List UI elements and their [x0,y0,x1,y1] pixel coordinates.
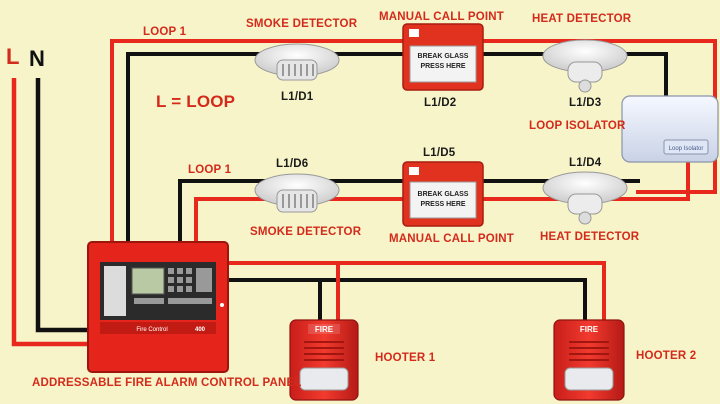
smoke-detector-d6-label: SMOKE DETECTOR [250,226,362,238]
heat-detector-d3[interactable] [542,39,628,93]
control-panel-label: ADDRESSABLE FIRE ALARM CONTROL PANEL [32,377,302,389]
hooter-1[interactable]: FIRE [289,319,359,401]
hooter-2-label: HOOTER 2 [636,350,697,362]
hooter1-face-text: FIRE [315,325,334,334]
live-supply-wire [11,78,100,347]
hooter-wiring [226,261,606,322]
hooter2-face-text: FIRE [580,325,599,334]
mcp-d5-face-line2: PRESS HERE [420,201,465,208]
fire-alarm-control-panel[interactable]: Fire Control 400 [87,241,229,373]
neutral-supply-wire [35,78,100,333]
loop-legend: L = LOOP [156,92,236,111]
mcp-d2-face-line1: BREAK GLASS [418,53,469,60]
neutral-label: N [29,46,46,71]
heat-detector-d4-label: HEAT DETECTOR [540,231,640,243]
isolator-face-text: Loop Isolator [669,146,704,152]
loop-1-lower-label: LOOP 1 [188,164,232,176]
mcp-d5-face-line1: BREAK GLASS [418,191,469,198]
panel-model-text: 400 [195,327,206,333]
loop-1-upper-label: LOOP 1 [143,26,187,38]
manual-call-point-d2-label: MANUAL CALL POINT [379,11,504,23]
lower-loop-black-wire [178,179,640,244]
panel-brand-text: Fire Control [136,327,167,333]
manual-call-point-d5[interactable]: BREAK GLASS PRESS HERE [402,161,484,227]
smoke-detector-d6-address: L1/D6 [276,158,309,170]
manual-call-point-d5-label: MANUAL CALL POINT [389,233,514,245]
smoke-detector-d1[interactable] [254,43,340,81]
heat-detector-d3-label: HEAT DETECTOR [532,13,632,25]
smoke-detector-d1-address: L1/D1 [281,91,314,103]
mcp-d2-face-line2: PRESS HERE [420,63,465,70]
manual-call-point-d5-address: L1/D5 [423,147,456,159]
hooter-2[interactable]: FIRE [553,319,625,401]
hooter-1-label: HOOTER 1 [375,352,436,364]
manual-call-point-d2-address: L1/D2 [424,97,457,109]
hooter-red-wire [226,261,606,322]
heat-detector-d4[interactable] [542,171,628,225]
smoke-detector-d6[interactable] [254,173,340,213]
heat-detector-d4-address: L1/D4 [569,157,602,169]
smoke-detector-d1-label: SMOKE DETECTOR [246,18,358,30]
upper-loop-black-wire [126,52,668,244]
hooter-black-wire [226,278,587,322]
loop-isolator[interactable]: Loop Isolator [621,95,719,163]
manual-call-point-d2[interactable]: BREAK GLASS PRESS HERE [402,23,484,91]
live-label: L [6,44,20,69]
loop-isolator-label: LOOP ISOLATOR [529,120,626,132]
heat-detector-d3-address: L1/D3 [569,97,602,109]
supply-wiring [11,78,100,347]
